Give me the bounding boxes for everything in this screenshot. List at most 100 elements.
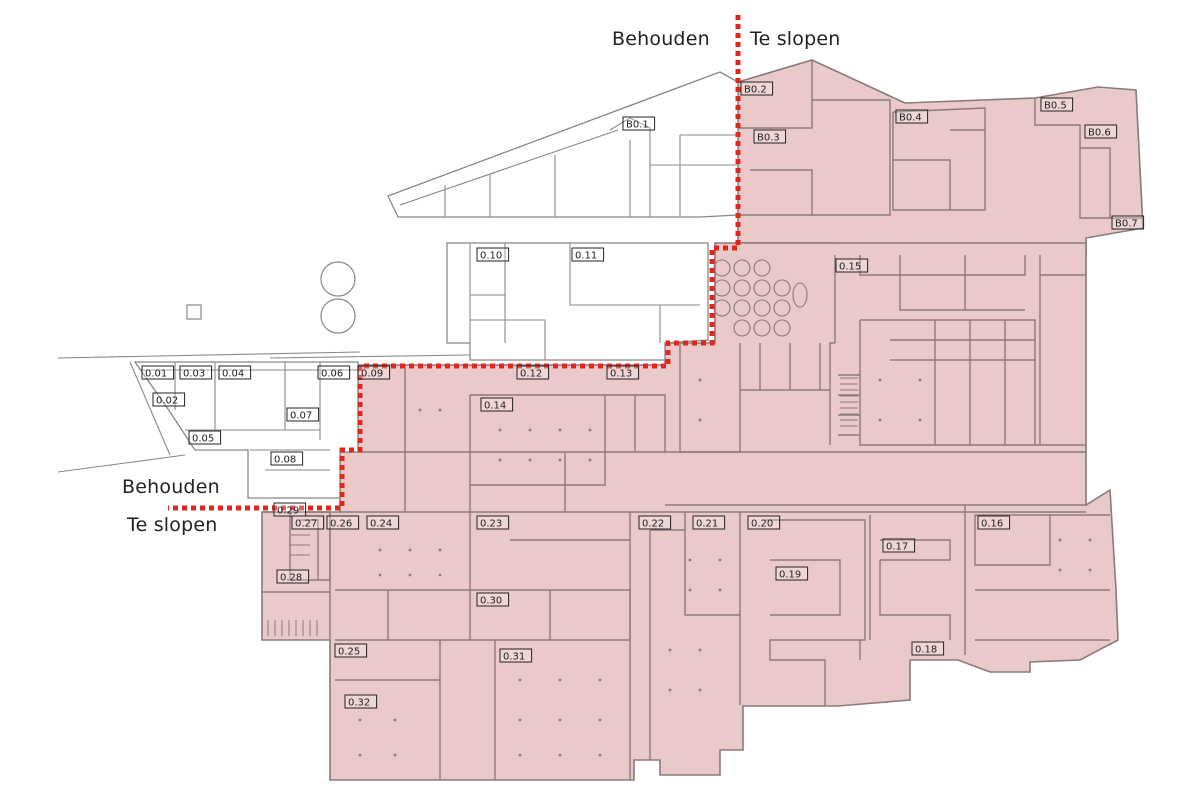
room-label-text: 0.10 bbox=[480, 251, 502, 262]
room-label-box bbox=[692, 515, 726, 530]
room-label-text: 0.02 bbox=[156, 396, 178, 407]
room-label-017: 0.17 bbox=[882, 538, 916, 553]
room-label-024: 0.24 bbox=[366, 515, 400, 530]
room-label-box bbox=[334, 643, 368, 658]
room-label-text: B0.2 bbox=[744, 85, 767, 96]
room-label-box bbox=[270, 451, 304, 466]
room-label-025: 0.25 bbox=[334, 643, 368, 658]
room-label-text: 0.25 bbox=[338, 647, 360, 658]
room-label-box bbox=[286, 407, 320, 422]
room-label-text: 0.31 bbox=[503, 652, 525, 663]
room-label-019: 0.19 bbox=[775, 566, 809, 581]
room-label-021: 0.21 bbox=[692, 515, 726, 530]
label-behouden-top: Behouden bbox=[612, 28, 710, 50]
label-behouden-bottom: Behouden bbox=[122, 476, 220, 498]
room-label-box bbox=[179, 365, 213, 380]
room-label-text: 0.27 bbox=[295, 519, 317, 530]
column-grid bbox=[358, 378, 1092, 757]
room-label-box bbox=[571, 247, 605, 262]
room-label-box bbox=[291, 515, 325, 530]
room-label-text: 0.20 bbox=[751, 519, 773, 530]
room-label-014: 0.14 bbox=[480, 397, 514, 412]
room-label-text: 0.13 bbox=[610, 369, 632, 380]
room-label-text: 0.11 bbox=[575, 251, 597, 262]
room-label-003: 0.03 bbox=[179, 365, 213, 380]
room-label-text: B0.7 bbox=[1115, 219, 1138, 230]
room-label-text: 0.05 bbox=[192, 434, 214, 445]
room-label-016: 0.16 bbox=[977, 515, 1011, 530]
room-label-box bbox=[911, 641, 945, 656]
room-label-b04: B0.4 bbox=[895, 109, 929, 124]
room-label-text: B0.6 bbox=[1088, 128, 1111, 139]
room-label-text: 0.01 bbox=[145, 369, 167, 380]
room-label-b03: B0.3 bbox=[753, 129, 787, 144]
room-label-text: 0.22 bbox=[642, 519, 664, 530]
room-label-015: 0.15 bbox=[835, 258, 869, 273]
room-label-box bbox=[344, 694, 378, 709]
room-label-text: 0.24 bbox=[370, 519, 392, 530]
room-label-text: 0.19 bbox=[779, 570, 801, 581]
room-label-box bbox=[218, 365, 252, 380]
room-label-box bbox=[357, 365, 391, 380]
room-label-text: 0.08 bbox=[274, 455, 296, 466]
room-label-box bbox=[622, 116, 656, 131]
room-label-box bbox=[740, 81, 774, 96]
room-label-box bbox=[775, 566, 809, 581]
room-label-box bbox=[499, 648, 533, 663]
room-label-text: B0.3 bbox=[757, 133, 780, 144]
room-label-012: 0.12 bbox=[516, 365, 550, 380]
room-label-text: 0.29 bbox=[277, 506, 299, 517]
room-label-box bbox=[606, 365, 640, 380]
room-label-b01: B0.1 bbox=[622, 116, 656, 131]
room-label-004: 0.04 bbox=[218, 365, 252, 380]
room-label-030: 0.30 bbox=[476, 592, 510, 607]
room-label-text: B0.1 bbox=[626, 120, 649, 131]
room-label-box bbox=[276, 569, 310, 584]
room-label-text: 0.06 bbox=[321, 369, 343, 380]
room-label-text: 0.09 bbox=[361, 369, 383, 380]
room-label-box bbox=[638, 515, 672, 530]
silos bbox=[186, 261, 356, 334]
label-te-slopen-top: Te slopen bbox=[750, 28, 841, 50]
room-label-box bbox=[476, 515, 510, 530]
room-label-box bbox=[1111, 215, 1145, 230]
room-label-b02: B0.2 bbox=[740, 81, 774, 96]
room-label-013: 0.13 bbox=[606, 365, 640, 380]
site-lines bbox=[57, 351, 471, 473]
room-label-box bbox=[747, 515, 781, 530]
boundary-north bbox=[168, 15, 741, 511]
room-label-text: 0.12 bbox=[520, 369, 542, 380]
zone-b01-wedge bbox=[387, 71, 739, 218]
room-label-text: 0.21 bbox=[696, 519, 718, 530]
room-label-026: 0.26 bbox=[326, 515, 360, 530]
room-label-010: 0.10 bbox=[476, 247, 510, 262]
boundary-line bbox=[168, 15, 741, 511]
room-label-text: 0.04 bbox=[222, 369, 244, 380]
room-label-018: 0.18 bbox=[911, 641, 945, 656]
room-label-box bbox=[273, 502, 307, 517]
room-label-box bbox=[480, 397, 514, 412]
room-label-028: 0.28 bbox=[276, 569, 310, 584]
room-label-text: 0.23 bbox=[480, 519, 502, 530]
room-label-box bbox=[516, 365, 550, 380]
room-label-b06: B0.6 bbox=[1084, 124, 1118, 139]
room-label-031: 0.31 bbox=[499, 648, 533, 663]
room-label-009: 0.09 bbox=[357, 365, 391, 380]
room-label-007: 0.07 bbox=[286, 407, 320, 422]
room-label-023: 0.23 bbox=[476, 515, 510, 530]
room-label-box bbox=[882, 538, 916, 553]
room-label-029: 0.29 bbox=[273, 502, 307, 517]
room-label-box bbox=[326, 515, 360, 530]
room-label-box bbox=[188, 430, 222, 445]
room-label-box bbox=[141, 365, 175, 380]
room-label-box bbox=[152, 392, 186, 407]
demolish-walls bbox=[262, 60, 1143, 780]
room-label-box bbox=[476, 247, 510, 262]
stairs bbox=[267, 377, 858, 636]
room-label-b07: B0.7 bbox=[1111, 215, 1145, 230]
zone-b0-north bbox=[737, 59, 1144, 256]
room-label-006: 0.06 bbox=[317, 365, 351, 380]
room-label-box bbox=[476, 592, 510, 607]
